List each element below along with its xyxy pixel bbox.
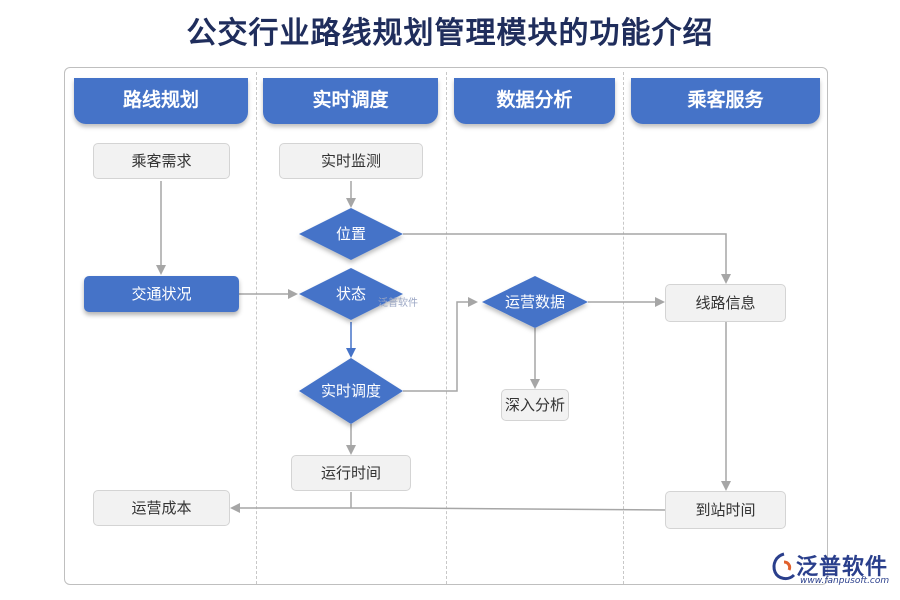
logo-url: www.fanpusoft.com	[800, 576, 890, 586]
page-title: 公交行业路线规划管理模块的功能介绍	[186, 16, 714, 51]
node-traffic-status: 交通状况	[84, 276, 239, 312]
node-passenger-demand: 乘客需求	[93, 143, 230, 179]
logo-icon	[772, 552, 796, 581]
lane-divider	[446, 72, 447, 584]
lane-divider	[256, 72, 257, 584]
diamond-operation-data	[482, 276, 588, 328]
diamond-position	[299, 208, 403, 260]
edge-arrival-to-cost	[230, 503, 666, 513]
logo-name: 泛普软件	[796, 555, 889, 580]
node-arrival-time: 到站时间	[665, 491, 786, 529]
node-deep-analysis: 深入分析	[501, 389, 569, 421]
watermark: 泛普软件	[378, 298, 418, 309]
lane-header-passenger-service: 乘客服务	[631, 78, 820, 124]
node-route-info: 线路信息	[665, 284, 786, 322]
diamond-realtime-dispatch	[299, 358, 403, 424]
edge-dispatch-to-operation-data	[403, 297, 478, 392]
position-label: 位置	[335, 225, 366, 243]
realtime-dispatch-label: 实时调度	[320, 382, 381, 400]
node-run-time: 运行时间	[291, 455, 411, 491]
operation-data-label: 运营数据	[504, 293, 565, 311]
diamond-status	[299, 268, 403, 320]
lane-header-route-planning: 路线规划	[74, 78, 248, 124]
lane-divider	[623, 72, 624, 584]
lane-header-realtime-dispatch: 实时调度	[263, 78, 438, 124]
node-realtime-monitor: 实时监测	[279, 143, 423, 179]
diagram-frame	[64, 67, 828, 585]
lane-header-data-analysis: 数据分析	[454, 78, 615, 124]
status-label: 状态	[335, 285, 366, 303]
edge-position-to-route-info	[403, 233, 731, 284]
node-operating-cost: 运营成本	[93, 490, 230, 526]
